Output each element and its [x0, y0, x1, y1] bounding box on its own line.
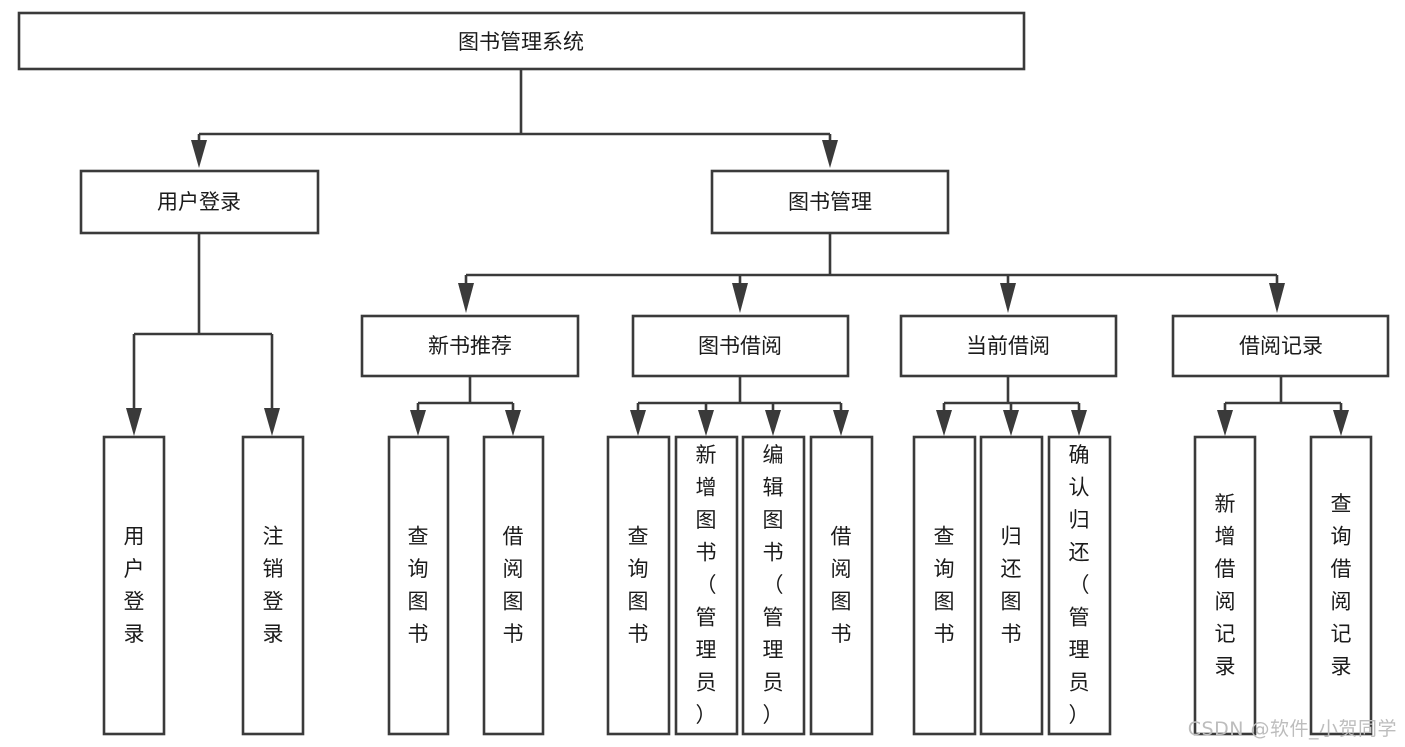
node-root[interactable]: 图书管理系统	[17, 11, 1026, 71]
node-leaf-add-book-label: 新增图书（管理员）	[696, 443, 717, 727]
node-leaf-confirm-return-label: 确认归还（管理员）	[1069, 443, 1090, 727]
connector-group-newbookrec	[410, 376, 521, 436]
arrowhead-leaf-borrow-book-1	[505, 410, 521, 436]
node-leaf-add-book[interactable]: 新增图书（管理员）	[674, 435, 739, 736]
arrowhead-userlogin	[191, 140, 207, 168]
node-book-borrow-label: 图书借阅	[698, 334, 782, 358]
node-leaf-user-login[interactable]: 用户登录	[102, 435, 166, 736]
node-book-manage-box[interactable]	[710, 169, 950, 235]
node-new-book-rec[interactable]: 新书推荐	[360, 314, 580, 378]
arrowhead-leaf-query-book-1	[410, 410, 426, 436]
node-new-book-rec-label: 新书推荐	[428, 334, 512, 358]
node-book-borrow[interactable]: 图书借阅	[631, 314, 850, 378]
node-leaf-add-book-box[interactable]	[674, 435, 739, 736]
node-current-borrow[interactable]: 当前借阅	[899, 314, 1118, 378]
node-leaf-add-record-box[interactable]	[1193, 435, 1257, 736]
connector-group-bookmanage	[458, 233, 1285, 313]
connector-group-userlogin	[126, 233, 280, 436]
node-user-login-label: 用户登录	[157, 190, 241, 214]
node-leaf-return-book-box[interactable]	[979, 435, 1044, 736]
node-book-manage-label: 图书管理	[788, 190, 872, 214]
node-leaf-logout-box[interactable]	[241, 435, 305, 736]
arrowhead-leaf-borrow-book-2	[833, 410, 849, 436]
arrowhead-leaf-return-book	[1003, 410, 1019, 436]
node-leaf-query-record-label: 查询借阅记录	[1331, 492, 1352, 679]
node-book-borrow-box[interactable]	[631, 314, 850, 378]
arrowhead-leaf-add-record	[1217, 410, 1233, 436]
node-new-book-rec-box[interactable]	[360, 314, 580, 378]
node-leaf-logout-label: 注销登录	[263, 524, 284, 646]
connector-group-bookborrow	[630, 376, 849, 436]
arrowhead-leaf-edit-book	[765, 410, 781, 436]
arrowhead-leaf-add-book	[698, 410, 714, 436]
node-leaf-query-record-box[interactable]	[1309, 435, 1373, 736]
arrowhead-leaf-query-book-3	[936, 410, 952, 436]
connector-group-root	[191, 69, 838, 168]
arrowhead-currentborrow	[1000, 283, 1016, 313]
node-leaf-query-book-1-box[interactable]	[387, 435, 450, 736]
arrowhead-borrowrecord	[1269, 283, 1285, 313]
node-leaf-borrow-book-2-box[interactable]	[809, 435, 874, 736]
node-leaf-query-book-3-label: 查询图书	[934, 524, 955, 646]
node-leaf-edit-book-label: 编辑图书（管理员）	[763, 443, 784, 727]
node-current-borrow-box[interactable]	[899, 314, 1118, 378]
node-root-label: 图书管理系统	[458, 30, 584, 54]
node-leaf-borrow-book-2[interactable]: 借阅图书	[809, 435, 874, 736]
node-leaf-query-book-1[interactable]: 查询图书	[387, 435, 450, 736]
node-leaf-query-book-3-box[interactable]	[912, 435, 977, 736]
node-leaf-logout[interactable]: 注销登录	[241, 435, 305, 736]
node-leaf-query-book-2[interactable]: 查询图书	[606, 435, 671, 736]
arrowhead-leaf-query-record	[1333, 410, 1349, 436]
connector-group-borrowrecord	[1217, 376, 1349, 436]
node-borrow-record[interactable]: 借阅记录	[1171, 314, 1390, 378]
node-leaf-edit-book-box[interactable]	[741, 435, 806, 736]
node-leaf-borrow-book-1[interactable]: 借阅图书	[482, 435, 545, 736]
node-root-box[interactable]	[17, 11, 1026, 71]
node-leaf-add-record-label: 新增借阅记录	[1215, 492, 1236, 679]
node-leaf-add-record[interactable]: 新增借阅记录	[1193, 435, 1257, 736]
node-leaf-return-book-label: 归还图书	[1001, 524, 1022, 646]
node-leaf-return-book[interactable]: 归还图书	[979, 435, 1044, 736]
node-borrow-record-box[interactable]	[1171, 314, 1390, 378]
node-borrow-record-label: 借阅记录	[1239, 334, 1323, 358]
node-leaf-edit-book[interactable]: 编辑图书（管理员）	[741, 435, 806, 736]
arrowhead-leaf-logout	[264, 408, 280, 436]
node-book-manage[interactable]: 图书管理	[710, 169, 950, 235]
node-user-login-box[interactable]	[79, 169, 320, 235]
arrowhead-bookborrow	[732, 283, 748, 313]
arrowhead-newbookrec	[458, 283, 474, 313]
arrowhead-leaf-confirm-return	[1071, 410, 1087, 436]
node-current-borrow-label: 当前借阅	[966, 334, 1050, 358]
arrowhead-leaf-query-book-2	[630, 410, 646, 436]
node-leaf-query-record[interactable]: 查询借阅记录	[1309, 435, 1373, 736]
node-leaf-query-book-1-label: 查询图书	[408, 524, 429, 646]
arrowhead-leaf-user-login	[126, 408, 142, 436]
connector-group-currentborrow	[936, 376, 1087, 436]
node-leaf-user-login-box[interactable]	[102, 435, 166, 736]
node-leaf-query-book-3[interactable]: 查询图书	[912, 435, 977, 736]
node-user-login[interactable]: 用户登录	[79, 169, 320, 235]
node-leaf-user-login-label: 用户登录	[124, 524, 145, 646]
node-leaf-borrow-book-2-label: 借阅图书	[831, 524, 852, 646]
node-leaf-query-book-2-label: 查询图书	[628, 524, 649, 646]
arrowhead-bookmanage	[822, 140, 838, 168]
node-leaf-borrow-book-1-label: 借阅图书	[503, 524, 524, 646]
node-leaf-borrow-book-1-box[interactable]	[482, 435, 545, 736]
node-leaf-query-book-2-box[interactable]	[606, 435, 671, 736]
node-leaf-confirm-return[interactable]: 确认归还（管理员）	[1047, 435, 1112, 736]
node-leaf-confirm-return-box[interactable]	[1047, 435, 1112, 736]
